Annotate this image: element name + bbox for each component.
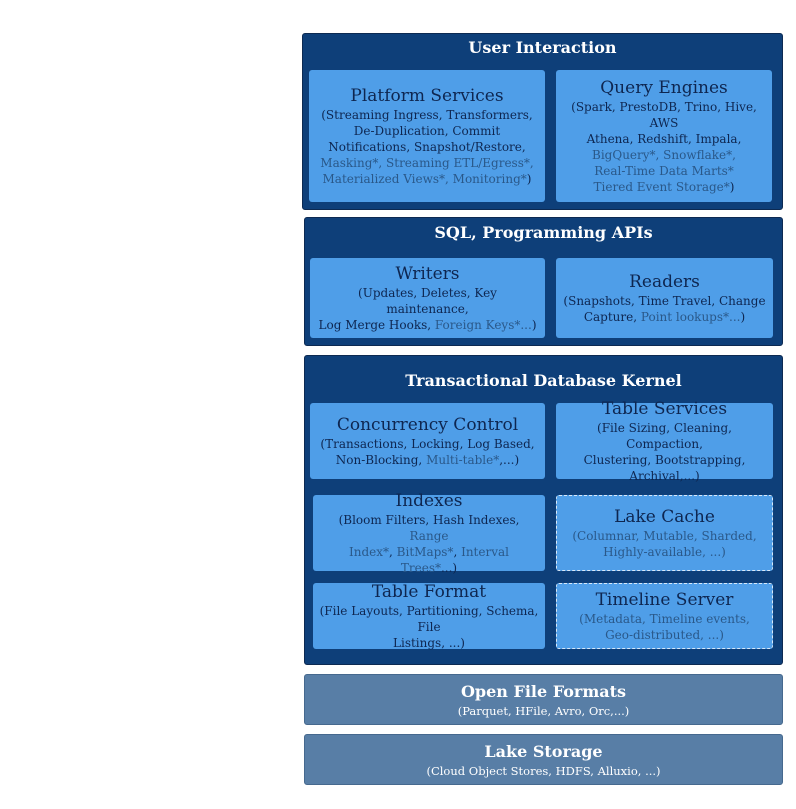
concurrency-control-desc-line: Non-Blocking, Multi-table*,...) — [320, 452, 534, 468]
lake-cache-title: Lake Cache — [614, 506, 715, 527]
writers-box: Writers (Updates, Deletes, Key maintenan… — [310, 258, 545, 338]
readers-desc-text: Capture, — [583, 309, 641, 324]
query-engines-desc-line: Athena, Redshift, Impala, — [586, 131, 742, 146]
table-format-title: Table Format — [371, 581, 487, 602]
concurrency-control-desc: (Transactions, Locking, Log Based, Non-B… — [320, 436, 534, 468]
table-format-desc: (File Layouts, Partitioning, Schema, Fil… — [319, 603, 539, 651]
timeline-server-desc-line: Geo-distributed, ...) — [605, 627, 724, 642]
platform-services-desc-line: Materialized Views*, Monitoring*) — [320, 171, 533, 187]
concurrency-control-desc-line: (Transactions, Locking, Log Based, — [320, 436, 535, 451]
sql-apis-layer: SQL, Programming APIs Writers (Updates, … — [304, 217, 783, 346]
indexes-desc-muted: Index* — [349, 544, 390, 559]
table-format-box: Table Format (File Layouts, Partitioning… — [313, 581, 545, 651]
indexes-desc-sep: , — [389, 544, 397, 559]
platform-services-desc-line: De-Duplication, Commit — [353, 123, 501, 138]
platform-services-desc: (Streaming Ingress, Transformers, De-Dup… — [320, 107, 533, 187]
readers-desc-line: (Snapshots, Time Travel, Change — [563, 293, 766, 308]
concurrency-control-box: Concurrency Control (Transactions, Locki… — [310, 403, 545, 479]
kernel-title: Transactional Database Kernel — [405, 371, 682, 390]
readers-desc-tail: ) — [740, 309, 746, 324]
lake-storage-layer: Lake Storage (Cloud Object Stores, HDFS,… — [304, 734, 783, 785]
query-engines-box: Query Engines (Spark, PrestoDB, Trino, H… — [556, 70, 772, 202]
writers-title: Writers — [395, 263, 460, 284]
readers-box: Readers (Snapshots, Time Travel, Change … — [556, 258, 773, 338]
platform-services-desc-line: Masking*, Streaming ETL/Egress*, — [320, 155, 534, 170]
platform-services-title: Platform Services — [350, 85, 504, 106]
writers-desc: (Updates, Deletes, Key maintenance, Log … — [316, 285, 539, 333]
lake-cache-box: Lake Cache (Columnar, Mutable, Sharded, … — [556, 495, 773, 571]
readers-title: Readers — [629, 271, 700, 292]
indexes-desc-muted: BitMaps* — [396, 544, 454, 559]
indexes-desc-tail: ...) — [440, 560, 458, 575]
open-file-formats-title: Open File Formats — [460, 682, 627, 701]
indexes-desc-muted: Range — [409, 528, 449, 543]
query-engines-desc-line: BigQuery*, Snowflake*, — [592, 147, 736, 162]
table-format-desc-line: (File Layouts, Partitioning, Schema, Fil… — [319, 603, 539, 634]
indexes-desc: (Bloom Filters, Hash Indexes, Range Inde… — [319, 512, 539, 576]
writers-desc-line: (Updates, Deletes, Key maintenance, — [358, 285, 497, 316]
query-engines-desc-line: Tiered Event Storage*) — [562, 179, 766, 195]
readers-desc: (Snapshots, Time Travel, Change Capture,… — [563, 293, 765, 325]
lake-storage-sub: (Cloud Object Stores, HDFS, Alluxio, ...… — [426, 764, 661, 778]
table-services-desc-line: (File Sizing, Cleaning, Compaction, — [597, 420, 732, 451]
readers-desc-muted: Point lookups*... — [640, 309, 741, 324]
concurrency-control-desc-tail: ,...) — [499, 452, 520, 467]
table-services-title: Table Services — [601, 398, 728, 419]
indexes-desc-text: (Bloom Filters, Hash Indexes, — [338, 512, 520, 527]
open-file-formats-sub: (Parquet, HFile, Avro, Orc,...) — [457, 704, 630, 718]
platform-services-box: Platform Services (Streaming Ingress, Tr… — [309, 70, 545, 202]
table-services-desc-line: Clustering, Bootstrapping, — [583, 452, 746, 467]
table-services-desc: (File Sizing, Cleaning, Compaction, Clus… — [562, 420, 767, 484]
query-engines-desc-muted: Tiered Event Storage* — [593, 179, 730, 194]
writers-desc-text: Log Merge Hooks, — [318, 317, 435, 332]
indexes-desc-sep: , — [453, 544, 462, 559]
lake-cache-desc-line: (Columnar, Mutable, Sharded, — [572, 528, 757, 543]
query-engines-desc-line: Real-Time Data Marts* — [594, 163, 734, 178]
lake-cache-desc-line: Highly-available, ...) — [603, 544, 726, 559]
query-engines-desc-tail: ) — [729, 179, 735, 194]
table-services-desc-line: Archival,...) — [629, 468, 700, 483]
timeline-server-desc: (Metadata, Timeline events, Geo-distribu… — [579, 611, 750, 643]
timeline-server-desc-line: (Metadata, Timeline events, — [579, 611, 750, 626]
writers-desc-tail: ) — [531, 317, 537, 332]
timeline-server-title: Timeline Server — [595, 589, 734, 610]
table-format-desc-line: Listings, ...) — [393, 635, 465, 650]
indexes-desc-muted: Interval Trees* — [400, 544, 509, 575]
lake-cache-desc: (Columnar, Mutable, Sharded, Highly-avai… — [572, 528, 756, 560]
query-engines-title: Query Engines — [600, 77, 728, 98]
writers-desc-muted: Foreign Keys*... — [434, 317, 532, 332]
query-engines-desc: (Spark, PrestoDB, Trino, Hive, AWS Athen… — [562, 99, 766, 195]
indexes-title: Indexes — [395, 490, 463, 511]
concurrency-control-desc-text: Non-Blocking, — [335, 452, 427, 467]
indexes-desc-line: (Bloom Filters, Hash Indexes, Range — [319, 512, 539, 544]
open-file-formats-layer: Open File Formats (Parquet, HFile, Avro,… — [304, 674, 783, 725]
kernel-layer: Transactional Database Kernel Concurrenc… — [304, 355, 783, 665]
table-services-box: Table Services (File Sizing, Cleaning, C… — [556, 399, 773, 483]
lake-storage-title: Lake Storage — [484, 742, 603, 761]
concurrency-control-title: Concurrency Control — [336, 414, 519, 435]
readers-desc-line: Capture, Point lookups*...) — [563, 309, 765, 325]
indexes-desc-line: Index*, BitMaps*, Interval Trees*...) — [319, 544, 539, 576]
platform-services-desc-tail: ) — [526, 171, 532, 186]
query-engines-desc-line: (Spark, PrestoDB, Trino, Hive, AWS — [571, 99, 757, 130]
platform-services-desc-muted: Materialized Views*, Monitoring* — [322, 171, 527, 186]
user-interaction-layer: User Interaction Platform Services (Stre… — [302, 33, 783, 210]
platform-services-desc-line: Notifications, Snapshot/Restore, — [328, 139, 526, 154]
writers-desc-line: Log Merge Hooks, Foreign Keys*...) — [316, 317, 539, 333]
platform-services-desc-line: (Streaming Ingress, Transformers, — [321, 107, 533, 122]
timeline-server-box: Timeline Server (Metadata, Timeline even… — [556, 583, 773, 649]
sql-apis-title: SQL, Programming APIs — [434, 223, 653, 242]
indexes-box: Indexes (Bloom Filters, Hash Indexes, Ra… — [313, 491, 545, 575]
user-interaction-title: User Interaction — [468, 38, 617, 57]
concurrency-control-desc-muted: Multi-table* — [426, 452, 500, 467]
